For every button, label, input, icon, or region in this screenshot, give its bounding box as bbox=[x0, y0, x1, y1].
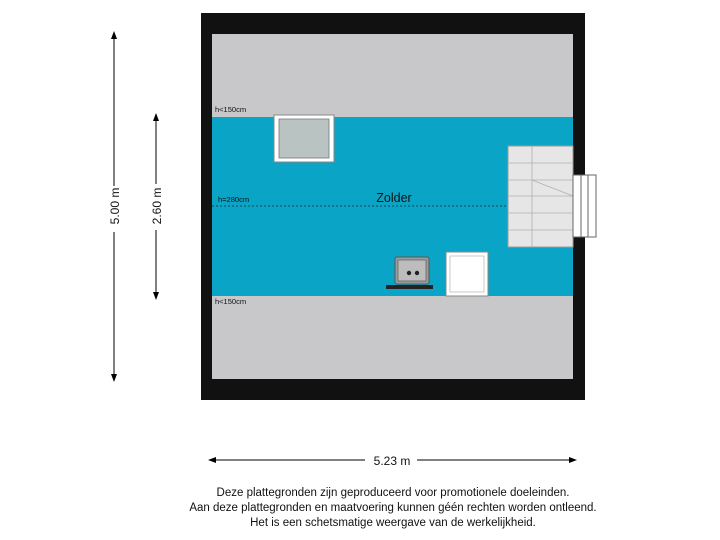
height-label-center: h=280cm bbox=[218, 195, 249, 204]
boiler bbox=[386, 256, 433, 289]
skylight bbox=[273, 114, 335, 163]
disclaimer-line: Aan deze plattegronden en maatvoering ku… bbox=[189, 502, 597, 514]
staircase bbox=[507, 145, 574, 248]
dimension-full-height-label: 2.60 m bbox=[150, 188, 164, 225]
low-ceiling-zone-top bbox=[212, 34, 573, 117]
height-label-top: h<150cm bbox=[215, 105, 246, 114]
dimension-depth-label: 5.00 m bbox=[108, 188, 122, 225]
room-label: Zolder bbox=[376, 191, 411, 205]
low-ceiling-zone-bottom bbox=[212, 296, 573, 379]
washing-machine bbox=[445, 251, 489, 297]
disclaimer-line: Het is een schetsmatige weergave van de … bbox=[250, 517, 536, 529]
disclaimer: Deze plattegronden zijn geproduceerd voo… bbox=[150, 486, 636, 531]
window bbox=[572, 174, 597, 238]
height-label-bottom: h<150cm bbox=[215, 297, 246, 306]
disclaimer-line: Deze plattegronden zijn geproduceerd voo… bbox=[216, 487, 570, 499]
dimension-width-label: 5.23 m bbox=[374, 454, 411, 468]
